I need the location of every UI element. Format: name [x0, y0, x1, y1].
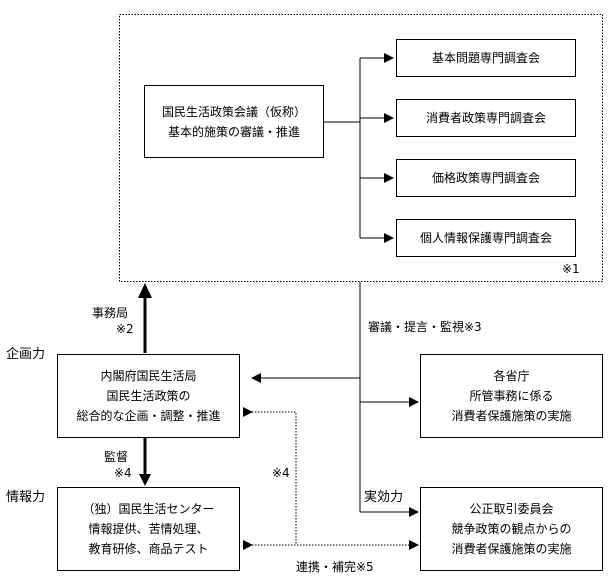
committee-box: 個人情報保護専門調査会	[396, 219, 576, 257]
ministries-box: 各省庁 所管事務に係る 消費者保護施策の実施	[420, 354, 603, 438]
center-title: （独）国民生活センター	[82, 502, 215, 516]
committee-label: 個人情報保護専門調査会	[419, 231, 552, 245]
committee-label: 価格政策専門調査会	[431, 171, 540, 185]
note4-label: ※4	[272, 466, 290, 480]
committee-box: 基本問題専門調査会	[396, 39, 576, 77]
cabinet-line3: 総合的な企画・調整・推進	[76, 409, 221, 423]
deliberation-label: 審議・提言・監視※3	[368, 320, 482, 334]
ftc-line2: 競争政策の観点からの	[451, 522, 572, 536]
cabinet-line2: 国民生活政策の	[106, 389, 191, 403]
council-subtitle: 基本的施策の審議・推進	[167, 124, 300, 139]
effect-label: 実効力	[364, 490, 404, 505]
committee-box: 消費者政策専門調査会	[396, 99, 576, 137]
info-label: 情報力	[6, 490, 46, 505]
ministries-title: 各省庁	[493, 369, 530, 383]
ftc-line3: 消費者保護施策の実施	[451, 542, 572, 556]
ministries-line3: 消費者保護施策の実施	[451, 409, 572, 423]
supervision-label: 監督	[104, 450, 129, 464]
council-box: 国民生活政策会議（仮称） 基本的施策の審議・推進	[144, 85, 324, 158]
cabinet-title: 内閣府国民生活局	[100, 369, 197, 383]
committee-label: 消費者政策専門調査会	[425, 111, 546, 125]
ftc-title: 公正取引委員会	[469, 502, 554, 516]
center-line2: 情報提供、苦情処理、	[88, 522, 209, 536]
ftc-box: 公正取引委員会 競争政策の観点からの 消費者保護施策の実施	[420, 487, 603, 571]
council-title: 国民生活政策会議（仮称）	[161, 104, 306, 119]
supervision-note: ※4	[114, 466, 132, 480]
ministries-line2: 所管事務に係る	[469, 389, 554, 403]
committee-label: 基本問題専門調査会	[431, 51, 540, 65]
note4-dotted-link	[243, 407, 297, 545]
secretariat-label: 事務局	[92, 306, 129, 320]
center-line3: 教育研修、商品テスト	[88, 542, 209, 556]
secretariat-note: ※2	[116, 322, 134, 336]
note1-label: ※1	[562, 262, 580, 276]
cabinet-office-box: 内閣府国民生活局 国民生活政策の 総合的な企画・調整・推進	[57, 354, 240, 438]
council-frame	[119, 14, 603, 282]
planning-label: 企画力	[6, 347, 46, 362]
committee-box: 価格政策専門調査会	[396, 159, 576, 197]
consumer-center-box: （独）国民生活センター 情報提供、苦情処理、 教育研修、商品テスト	[57, 487, 240, 571]
cooperation-label: 連携・補完※5	[296, 560, 374, 574]
